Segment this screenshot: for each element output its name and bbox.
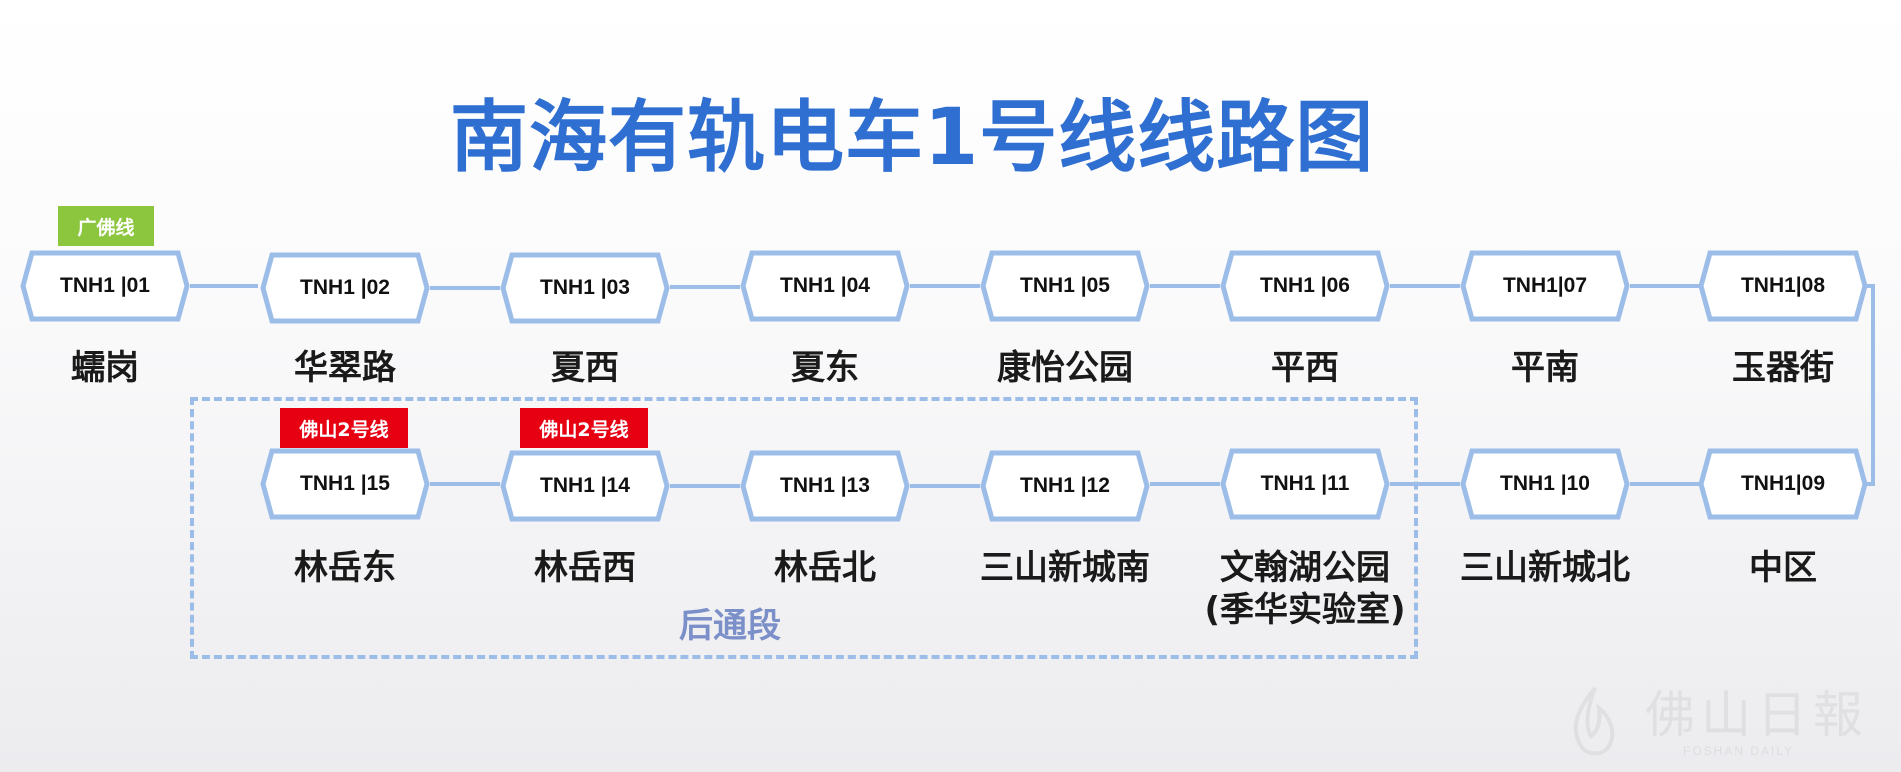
- station-06[interactable]: TNH1 |06: [1220, 250, 1390, 322]
- segment-08-09: [1866, 284, 1875, 486]
- hexagon-shape: [1220, 448, 1390, 520]
- hexagon-shape: [260, 448, 430, 520]
- station-name-11: 文翰湖公园: [1220, 548, 1390, 588]
- station-03[interactable]: TNH1 |03: [500, 252, 670, 324]
- station-code: TNH1 |14: [540, 474, 630, 497]
- station-09[interactable]: TNH1|09: [1698, 448, 1868, 520]
- hexagon-shape: [1460, 448, 1630, 520]
- station-code: TNH1 |05: [1020, 274, 1110, 297]
- hexagon-shape: [740, 250, 910, 322]
- station-name-04: 夏东: [791, 348, 859, 388]
- station-name-05: 康怡公园: [997, 348, 1133, 388]
- station-11[interactable]: TNH1 |11: [1220, 448, 1390, 520]
- hexagon-shape: [20, 250, 190, 322]
- page-title: 南海有轨电车1号线线路图: [450, 93, 1375, 183]
- station-code: TNH1|08: [1740, 274, 1826, 297]
- watermark-text: 佛山日報: [1645, 686, 1869, 744]
- station-name-07: 平南: [1511, 348, 1579, 388]
- hexagon-shape: [500, 450, 670, 522]
- station-name-03: 夏西: [551, 348, 619, 388]
- station-15[interactable]: TNH1 |15: [260, 448, 430, 520]
- later-section-label: 后通段: [679, 606, 781, 646]
- station-name-10: 三山新城北: [1460, 548, 1630, 588]
- flame-logo-icon: [1573, 686, 1615, 756]
- transfer-badge-foshan2-14: 佛山2号线: [520, 408, 648, 448]
- station-name-01: 蠕岗: [71, 348, 139, 388]
- station-name-06: 平西: [1271, 348, 1339, 388]
- station-name-15: 林岳东: [294, 548, 396, 588]
- hexagon-shape: [980, 250, 1150, 322]
- station-name-13: 林岳北: [774, 548, 876, 588]
- station-14[interactable]: TNH1 |14: [500, 450, 670, 522]
- station-name-08: 玉器街: [1732, 348, 1834, 388]
- station-code: TNH1 |10: [1500, 472, 1590, 495]
- hexagon-shape: [1460, 250, 1630, 322]
- transfer-badge-guangfo: 广佛线: [58, 206, 154, 246]
- watermark-subtext: FOSHAN DAILY: [1683, 744, 1795, 758]
- station-name-14: 林岳西: [534, 548, 636, 588]
- station-05[interactable]: TNH1 |05: [980, 250, 1150, 322]
- hexagon-shape: [1698, 448, 1868, 520]
- hexagon-shape: [260, 252, 430, 324]
- station-code: TNH1 |06: [1260, 274, 1350, 297]
- station-08[interactable]: TNH1|08: [1698, 250, 1868, 322]
- hexagon-shape: [1220, 250, 1390, 322]
- station-02[interactable]: TNH1 |02: [260, 252, 430, 324]
- station-code: TNH1 |04: [780, 274, 870, 297]
- hexagon-shape: [980, 450, 1150, 522]
- hexagon-shape: [1698, 250, 1868, 322]
- hexagon-shape: [500, 252, 670, 324]
- station-code: TNH1 |01: [60, 274, 150, 297]
- station-10[interactable]: TNH1 |10: [1460, 448, 1630, 520]
- station-code: TNH1|07: [1502, 274, 1588, 297]
- station-code: TNH1 |02: [300, 276, 390, 299]
- station-code: TNH1 |12: [1020, 474, 1110, 497]
- station-name-02: 华翠路: [294, 348, 396, 388]
- station-04[interactable]: TNH1 |04: [740, 250, 910, 322]
- foshan-daily-watermark: 佛山日報 FOSHAN DAILY: [1555, 682, 1863, 762]
- later-section-outline: [190, 397, 1418, 659]
- hexagon-shape: [740, 450, 910, 522]
- station-code: TNH1|09: [1740, 472, 1826, 495]
- station-code: TNH1 |13: [780, 474, 870, 497]
- station-code: TNH1 |15: [300, 472, 390, 495]
- station-name-12: 三山新城南: [980, 548, 1150, 588]
- station-12[interactable]: TNH1 |12: [980, 450, 1150, 522]
- station-name-09: 中区: [1749, 548, 1817, 588]
- transfer-badge-foshan2-15: 佛山2号线: [280, 408, 408, 448]
- station-code: TNH1 |03: [540, 276, 630, 299]
- station-name-11-sub: (季华实验室): [1204, 590, 1406, 630]
- station-01[interactable]: TNH1 |01: [20, 250, 190, 322]
- station-07[interactable]: TNH1|07: [1460, 250, 1630, 322]
- station-code: TNH1 |11: [1260, 472, 1350, 495]
- station-13[interactable]: TNH1 |13: [740, 450, 910, 522]
